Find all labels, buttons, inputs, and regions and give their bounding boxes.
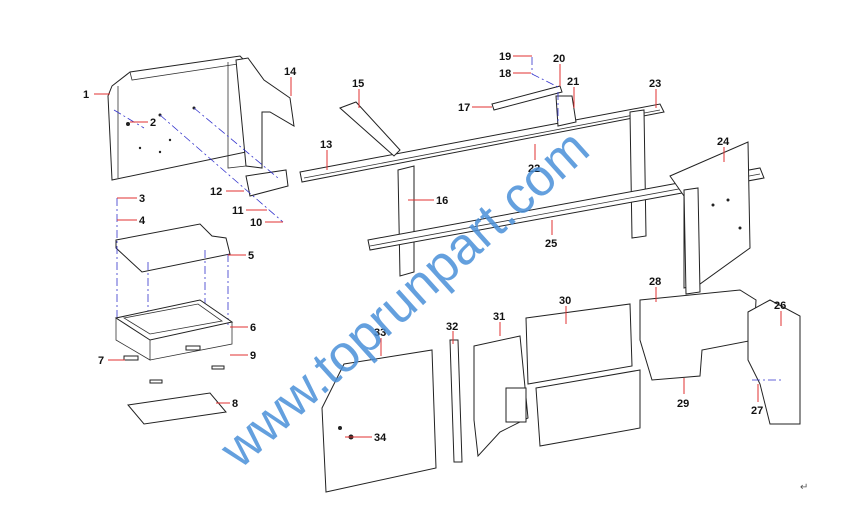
- callout-7: 7: [98, 355, 104, 367]
- callout-23: 23: [649, 78, 661, 90]
- callout-33: 33: [374, 327, 386, 339]
- callout-6: 6: [250, 322, 256, 334]
- return-mark: ↵: [800, 482, 808, 493]
- callout-24: 24: [717, 136, 730, 148]
- callout-14: 14: [284, 66, 297, 78]
- part-1-side-panel: [107, 55, 295, 197]
- part-7-clip: [123, 355, 139, 361]
- callout-32: 32: [446, 321, 458, 333]
- part-33-panel: [321, 349, 437, 493]
- callout-5: 5: [248, 250, 254, 262]
- part-30-lower-panel: [535, 369, 641, 447]
- clip: [149, 379, 163, 384]
- callout-25: 25: [545, 238, 557, 250]
- callout-3: 3: [139, 193, 145, 205]
- callout-1: 1: [83, 89, 89, 101]
- clip: [185, 345, 201, 351]
- callout-8: 8: [232, 398, 238, 410]
- callout-13: 13: [320, 139, 332, 151]
- callout-18: 18: [499, 68, 511, 80]
- part-8-mat: [127, 392, 227, 425]
- callout-34: 34: [374, 432, 387, 444]
- part-5-cover-plate: [115, 223, 231, 273]
- part-28-tray: [639, 289, 757, 381]
- callout-16: 16: [436, 195, 448, 207]
- part-32-strip: [449, 339, 463, 463]
- callout-20: 20: [553, 53, 565, 65]
- main-frame: [299, 101, 765, 295]
- callout-labels: 1 2 3 4 5 6 7 8 9 10 11 12 13 14 15 16 1…: [83, 51, 786, 444]
- callout-11: 11: [232, 205, 244, 217]
- part-6-frame: [114, 299, 234, 361]
- callout-4: 4: [139, 215, 146, 227]
- block: [505, 387, 527, 423]
- leader-lines: [94, 55, 782, 438]
- callout-28: 28: [649, 276, 661, 288]
- callout-21: 21: [567, 76, 579, 88]
- callout-22: 22: [528, 163, 540, 175]
- part-31-panel: [473, 335, 529, 458]
- callout-31: 31: [493, 311, 505, 323]
- part-30-panel: [525, 303, 633, 385]
- callout-30: 30: [559, 295, 571, 307]
- callout-29: 29: [677, 398, 689, 410]
- callout-27: 27: [751, 405, 763, 417]
- callout-10: 10: [250, 217, 262, 229]
- clip: [211, 365, 225, 370]
- callout-26: 26: [774, 300, 786, 312]
- callout-2: 2: [150, 117, 156, 129]
- callout-17: 17: [458, 102, 470, 114]
- callout-9: 9: [250, 350, 256, 362]
- callout-15: 15: [352, 78, 364, 90]
- callout-12: 12: [210, 186, 222, 198]
- part-26-bracket: [747, 299, 801, 425]
- callout-19: 19: [499, 51, 511, 63]
- part-17-bracket: [491, 85, 577, 127]
